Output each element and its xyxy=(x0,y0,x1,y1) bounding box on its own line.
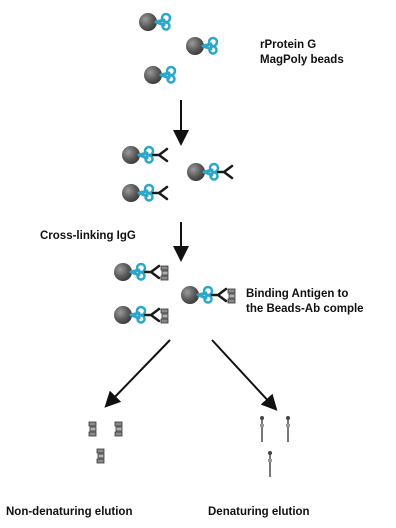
denatured-antigen-icon xyxy=(268,451,272,477)
crosslink-label: Cross-linking IgG xyxy=(40,230,136,242)
antigen-icon xyxy=(88,421,97,437)
bead-icon xyxy=(114,262,169,281)
eluted-molecules-layer xyxy=(88,416,290,477)
bead-icon xyxy=(122,183,169,202)
beads-label-line1: rProtein G xyxy=(260,39,317,51)
antigen-icon xyxy=(114,421,123,437)
beads-label-line2: MagPoly beads xyxy=(260,54,344,66)
arrows-layer xyxy=(104,100,278,411)
beads-layer xyxy=(114,12,236,324)
bead-icon xyxy=(186,36,219,55)
bead-icon xyxy=(122,145,169,164)
protein-g-icon xyxy=(154,12,172,31)
protein-g-icon xyxy=(196,285,214,304)
protein-g-icon xyxy=(137,183,155,202)
antibody-icon xyxy=(143,264,161,280)
bead-icon xyxy=(139,12,172,31)
arrow-icon xyxy=(211,339,278,411)
antibody-icon xyxy=(216,164,234,180)
protein-g-icon xyxy=(137,145,155,164)
antigen-icon xyxy=(96,448,105,464)
arrow-icon xyxy=(104,339,171,408)
protein-g-icon xyxy=(202,162,220,181)
antibody-icon xyxy=(143,307,161,323)
protein-g-icon xyxy=(129,262,147,281)
denaturing-label: Denaturing elution xyxy=(208,506,310,518)
nondenaturing-label: Non-denaturing elution xyxy=(6,506,133,518)
antibody-icon xyxy=(210,287,228,303)
antibody-icon xyxy=(151,185,169,201)
bead-icon xyxy=(181,285,236,304)
bead-icon xyxy=(187,162,234,181)
bead-icon xyxy=(144,65,177,84)
bead-icon xyxy=(114,305,169,324)
antigen-icon xyxy=(160,265,169,281)
protein-g-icon xyxy=(201,36,219,55)
antigen-icon xyxy=(227,288,236,304)
denatured-antigen-icon xyxy=(286,416,290,442)
protein-g-icon xyxy=(159,65,177,84)
denatured-antigen-icon xyxy=(260,416,264,442)
antibody-icon xyxy=(151,147,169,163)
protein-g-icon xyxy=(129,305,147,324)
antigen-icon xyxy=(160,308,169,324)
binding-label-line1: Binding Antigen to xyxy=(246,288,349,300)
binding-label-line2: the Beads-Ab comple xyxy=(246,303,364,315)
